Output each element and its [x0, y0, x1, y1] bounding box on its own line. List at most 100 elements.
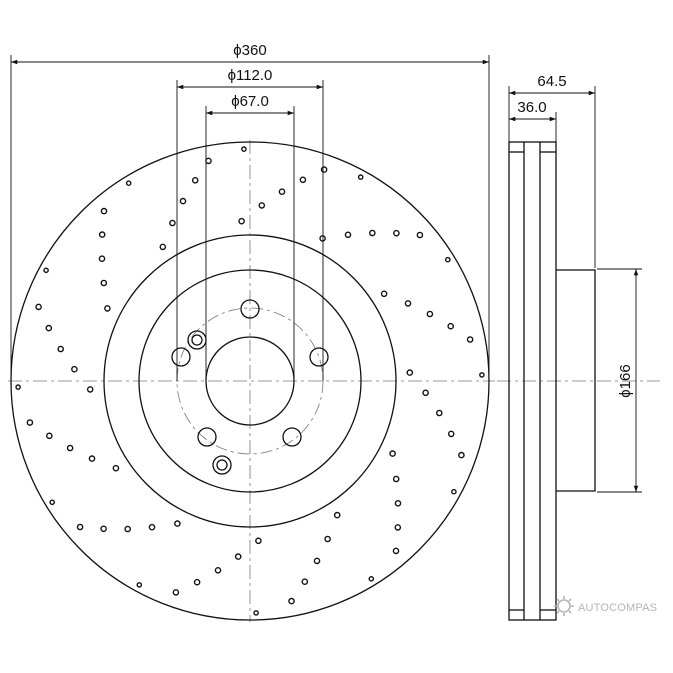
- overall-height-label: 64.5: [537, 73, 566, 90]
- drill-hole: [234, 553, 242, 560]
- drill-hole: [344, 231, 352, 239]
- center-bore-label: ϕ67.0: [231, 93, 269, 110]
- drill-hole: [43, 267, 49, 274]
- drill-hole: [320, 166, 328, 173]
- drill-hole: [57, 345, 65, 353]
- bolt-hole: [309, 347, 329, 367]
- drill-hole: [124, 525, 131, 533]
- drill-hole: [392, 475, 400, 483]
- dim-bolt-circle: [176, 80, 324, 381]
- dim-disc-thickness: [508, 112, 557, 142]
- drill-hole: [205, 157, 212, 165]
- drill-hole: [404, 300, 412, 307]
- drill-hole: [406, 369, 414, 376]
- drill-hole: [193, 578, 201, 586]
- locating-pin-holes: [187, 330, 232, 475]
- drill-hole: [88, 455, 96, 462]
- drill-hole: [392, 547, 400, 555]
- drill-hole: [458, 451, 465, 459]
- drill-hole: [172, 589, 180, 596]
- drill-hole: [479, 372, 485, 378]
- drill-hole: [159, 243, 167, 251]
- drill-hole: [86, 386, 94, 393]
- bolt-hole: [240, 299, 260, 319]
- pin-hole-inner: [191, 334, 203, 346]
- drill-hole: [15, 384, 21, 390]
- bolt-hole: [282, 427, 302, 447]
- drill-hole: [179, 197, 187, 205]
- dim-outer-diameter: [10, 55, 490, 380]
- drill-hole: [174, 520, 181, 527]
- gear-logo-icon: [554, 596, 574, 616]
- outer-diameter-label: ϕ360: [233, 42, 266, 59]
- dim-hat-diameter: [597, 268, 642, 493]
- drill-hole: [466, 336, 474, 343]
- drill-hole: [98, 255, 106, 263]
- drill-hole: [324, 535, 331, 543]
- drill-hole: [136, 582, 143, 588]
- outer-rim: [10, 141, 490, 621]
- drill-hole: [447, 322, 455, 330]
- drill-hole: [148, 523, 156, 531]
- drill-hole: [241, 146, 247, 152]
- drill-hole: [301, 578, 309, 586]
- drill-hole: [394, 524, 402, 531]
- drill-hole: [191, 176, 199, 184]
- drill-hole: [45, 324, 53, 332]
- drill-hole: [416, 231, 424, 239]
- drill-hole: [435, 409, 443, 417]
- bolt-hole: [171, 347, 191, 367]
- hat-profile: [556, 269, 596, 492]
- drill-hole: [368, 229, 376, 237]
- drill-hole: [368, 576, 375, 582]
- hat-face: [138, 269, 362, 493]
- drill-hole: [278, 188, 286, 195]
- drill-hole: [451, 488, 457, 495]
- drill-hole: [253, 610, 259, 616]
- pin-hole-inner: [216, 459, 228, 471]
- drill-hole: [100, 207, 108, 215]
- friction-ring-outer: [508, 141, 557, 621]
- drill-hole: [104, 305, 111, 312]
- front-view: [10, 141, 490, 621]
- drill-hole: [313, 557, 321, 565]
- drill-hole: [255, 537, 262, 545]
- pin-hole-outer: [212, 455, 232, 475]
- drill-hole: [299, 176, 307, 184]
- drill-hole: [258, 202, 266, 209]
- drill-hole: [100, 279, 108, 287]
- drill-hole: [35, 303, 42, 311]
- dim-overall-height: [508, 86, 596, 268]
- drill-hole: [112, 464, 120, 472]
- drill-hole: [98, 231, 106, 238]
- drill-hole: [71, 365, 78, 373]
- drill-hole: [238, 217, 245, 225]
- bolt-hole: [197, 427, 217, 447]
- drill-hole: [444, 256, 451, 263]
- drill-hole: [76, 523, 84, 531]
- drill-hole: [214, 567, 222, 574]
- autocompas-logo: AUTOCOMPAS: [554, 596, 657, 616]
- drill-hole: [394, 499, 402, 507]
- pin-hole-outer: [187, 330, 207, 350]
- drill-hole: [288, 597, 295, 605]
- drill-hole: [447, 430, 455, 438]
- drill-hole: [393, 229, 400, 237]
- drill-hole: [426, 310, 434, 318]
- hat-diameter-label: ϕ166: [617, 364, 634, 397]
- drill-hole: [333, 511, 341, 519]
- drill-hole: [49, 499, 56, 506]
- drill-hole: [422, 389, 429, 397]
- side-view: [508, 141, 596, 621]
- drill-hole: [380, 290, 388, 298]
- cross-drill-holes: [15, 146, 485, 616]
- bolt-circle-label: ϕ112.0: [228, 67, 273, 84]
- drill-hole: [46, 432, 53, 440]
- disc-thickness-label: 36.0: [517, 99, 546, 116]
- drill-hole: [389, 450, 396, 457]
- drill-hole: [125, 180, 132, 186]
- dim-center-bore: [205, 106, 295, 381]
- hat-outer-edge: [103, 234, 397, 528]
- drill-hole: [26, 419, 34, 426]
